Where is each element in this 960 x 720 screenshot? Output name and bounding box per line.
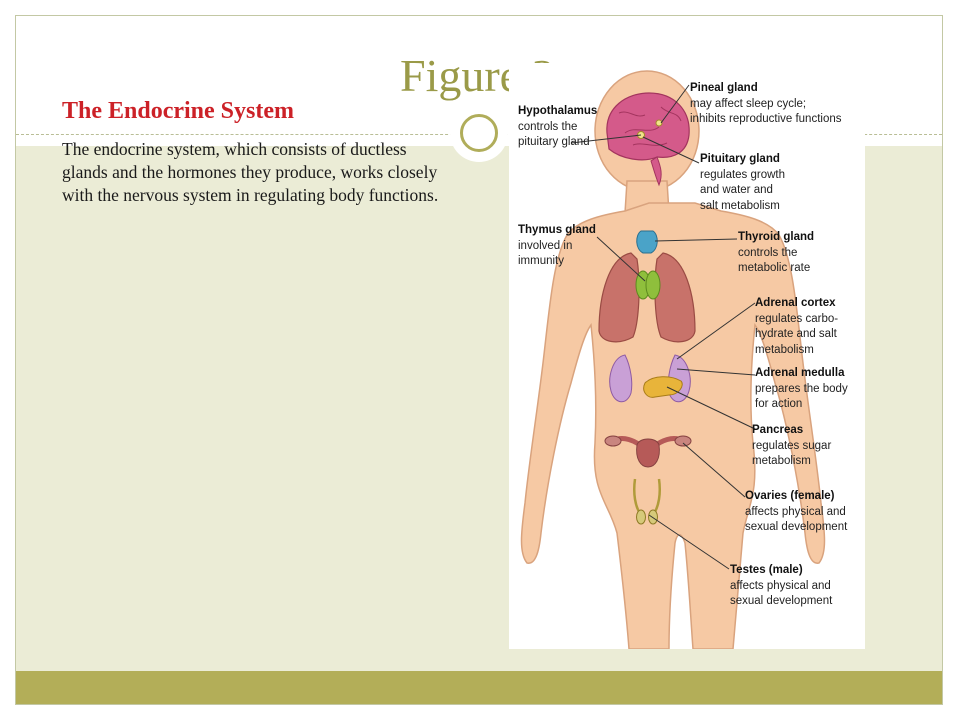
label-desc: salt metabolism [700, 199, 780, 212]
pancreas-organ [643, 376, 683, 398]
label-name: Ovaries (female) [745, 490, 835, 502]
thymus-organ [635, 270, 661, 300]
leader-lines [570, 84, 756, 570]
label-desc: for action [755, 398, 803, 410]
label-name: Thyroid gland [738, 231, 815, 243]
testes-organ [633, 478, 661, 525]
label-desc: sexual development [730, 595, 833, 607]
label-desc: regulates carbo- [755, 312, 839, 325]
label-name: Adrenal cortex [755, 297, 836, 309]
label-adrenal-medulla: Adrenal medulla prepares the body for ac… [755, 366, 848, 413]
label-desc: hydrate and salt [755, 328, 837, 340]
thyroid-organ [636, 230, 658, 254]
label-desc: immunity [518, 255, 565, 267]
label-desc: pituitary gland [518, 136, 590, 148]
label-desc: controls the [518, 120, 578, 133]
label-adrenal-cortex: Adrenal cortex regulates carbo- hydrate … [755, 296, 838, 358]
label-desc: sexual development [745, 521, 848, 533]
label-desc: inhibits reproductive functions [690, 113, 842, 125]
label-desc: prepares the body [755, 382, 848, 395]
label-hypothalamus: Hypothalamus controls the pituitary glan… [518, 104, 597, 151]
label-name: Pancreas [752, 424, 804, 436]
label-desc: involved in [518, 239, 573, 252]
label-desc: affects physical and [745, 505, 846, 518]
label-pancreas: Pancreas regulates sugar metabolism [752, 423, 831, 470]
label-testes: Testes (male) affects physical and sexua… [730, 563, 832, 610]
lungs-organ [598, 252, 696, 343]
brain-organ [606, 92, 690, 187]
label-name: Pineal gland [690, 82, 758, 94]
label-desc: may affect sleep cycle; [690, 97, 807, 110]
label-name: Pituitary gland [700, 153, 780, 165]
pineal-organ [655, 119, 663, 127]
label-desc: affects physical and [730, 579, 831, 592]
label-name: Adrenal medulla [755, 367, 845, 379]
label-pituitary-gland: Pituitary gland regulates growth and wat… [700, 152, 785, 214]
slide: Figure 3 The Endocrine System The endocr… [15, 15, 943, 705]
label-ovaries: Ovaries (female) affects physical and se… [745, 489, 847, 536]
label-name: Thymus gland [518, 224, 596, 236]
label-thymus-gland: Thymus gland involved in immunity [518, 223, 596, 270]
label-thyroid-gland: Thyroid gland controls the metabolic rat… [738, 230, 814, 277]
label-desc: controls the [738, 246, 798, 259]
footer-bar [16, 671, 942, 704]
title-ring-ornament [460, 114, 498, 152]
label-desc: and water and [700, 184, 773, 196]
body-illustration [520, 70, 826, 649]
label-desc: metabolism [752, 455, 811, 467]
label-desc: regulates growth [700, 168, 786, 181]
label-desc: metabolic rate [738, 262, 811, 274]
section-heading: The Endocrine System [62, 98, 295, 124]
label-desc: metabolism [755, 343, 814, 356]
body-paragraph: The endocrine system, which consists of … [62, 139, 439, 205]
label-name: Hypothalamus [518, 105, 598, 117]
kidney-left [609, 354, 633, 403]
endocrine-diagram: Pineal gland may affect sleep cycle; inh… [509, 63, 865, 649]
label-name: Testes (male) [730, 564, 803, 576]
label-pineal-gland: Pineal gland may affect sleep cycle; inh… [690, 81, 842, 128]
label-desc: regulates sugar [752, 439, 832, 452]
uterus-organ [604, 435, 692, 468]
